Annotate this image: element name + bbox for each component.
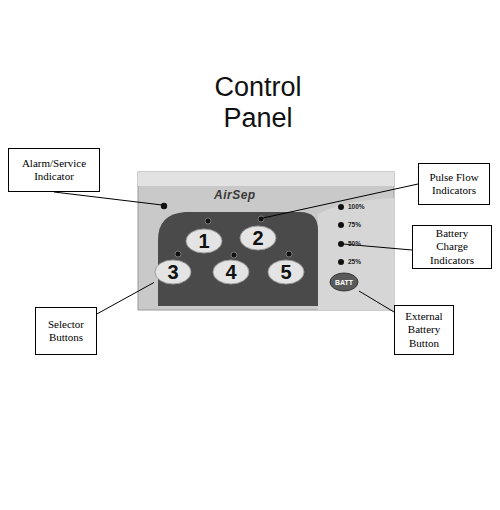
callout-box: Alarm/Service Indicator <box>8 148 100 192</box>
button-ellipse <box>213 260 249 284</box>
callout-box: Pulse Flow Indicators <box>418 163 490 205</box>
pulse-led <box>258 216 264 222</box>
selector-button: 1 <box>185 228 223 254</box>
title-text: Control Panel <box>193 72 323 134</box>
callout-text: Selector Buttons <box>42 318 90 344</box>
battery-level-label: 50% <box>348 240 361 247</box>
button-ellipse <box>186 229 222 253</box>
panel-top-strip <box>138 172 394 186</box>
battery-led <box>338 259 344 265</box>
pulse-led <box>175 251 181 257</box>
selector-button: 3 <box>154 259 192 285</box>
battery-led <box>338 204 344 210</box>
pulse-led <box>286 251 292 257</box>
button-ellipse <box>330 273 358 291</box>
button-label: 3 <box>167 261 178 284</box>
brand-logo: AirSep <box>214 188 256 202</box>
button-label: 1 <box>198 230 209 253</box>
leader-line <box>97 282 154 313</box>
button-label: 4 <box>225 261 236 284</box>
leader-line <box>54 192 162 205</box>
panel-body <box>138 172 394 310</box>
button-label: 2 <box>252 227 263 250</box>
leader-line <box>263 184 418 218</box>
battery-button: BATT <box>329 272 359 292</box>
button-label: 5 <box>280 261 291 284</box>
callout-box: Selector Buttons <box>35 307 97 355</box>
alarm-led <box>161 203 167 209</box>
selector-button: 5 <box>267 259 305 285</box>
callout-text: Battery Charge Indicators <box>419 227 485 267</box>
callout-box: External Battery Button <box>394 305 454 355</box>
callout-text: Alarm/Service Indicator <box>15 157 93 183</box>
keypad-area <box>158 212 318 306</box>
button-ellipse <box>268 260 304 284</box>
diagram-title: Control Panel <box>193 72 323 134</box>
callout-text: External Battery Button <box>401 310 447 350</box>
callout-text: Pulse Flow Indicators <box>425 171 483 197</box>
battery-level-label: 75% <box>348 221 361 228</box>
selector-button: 4 <box>212 259 250 285</box>
pulse-led <box>205 218 211 224</box>
selector-button: 2 <box>239 225 277 251</box>
button-ellipse <box>240 226 276 250</box>
leader-line <box>359 291 394 312</box>
callout-box: Battery Charge Indicators <box>412 225 492 269</box>
battery-level-label: 100% <box>348 203 365 210</box>
button-label: BATT <box>335 279 353 286</box>
battery-led <box>338 222 344 228</box>
battery-area <box>318 198 394 310</box>
battery-level-label: 25% <box>348 258 361 265</box>
pulse-led <box>231 252 237 258</box>
button-ellipse <box>155 260 191 284</box>
